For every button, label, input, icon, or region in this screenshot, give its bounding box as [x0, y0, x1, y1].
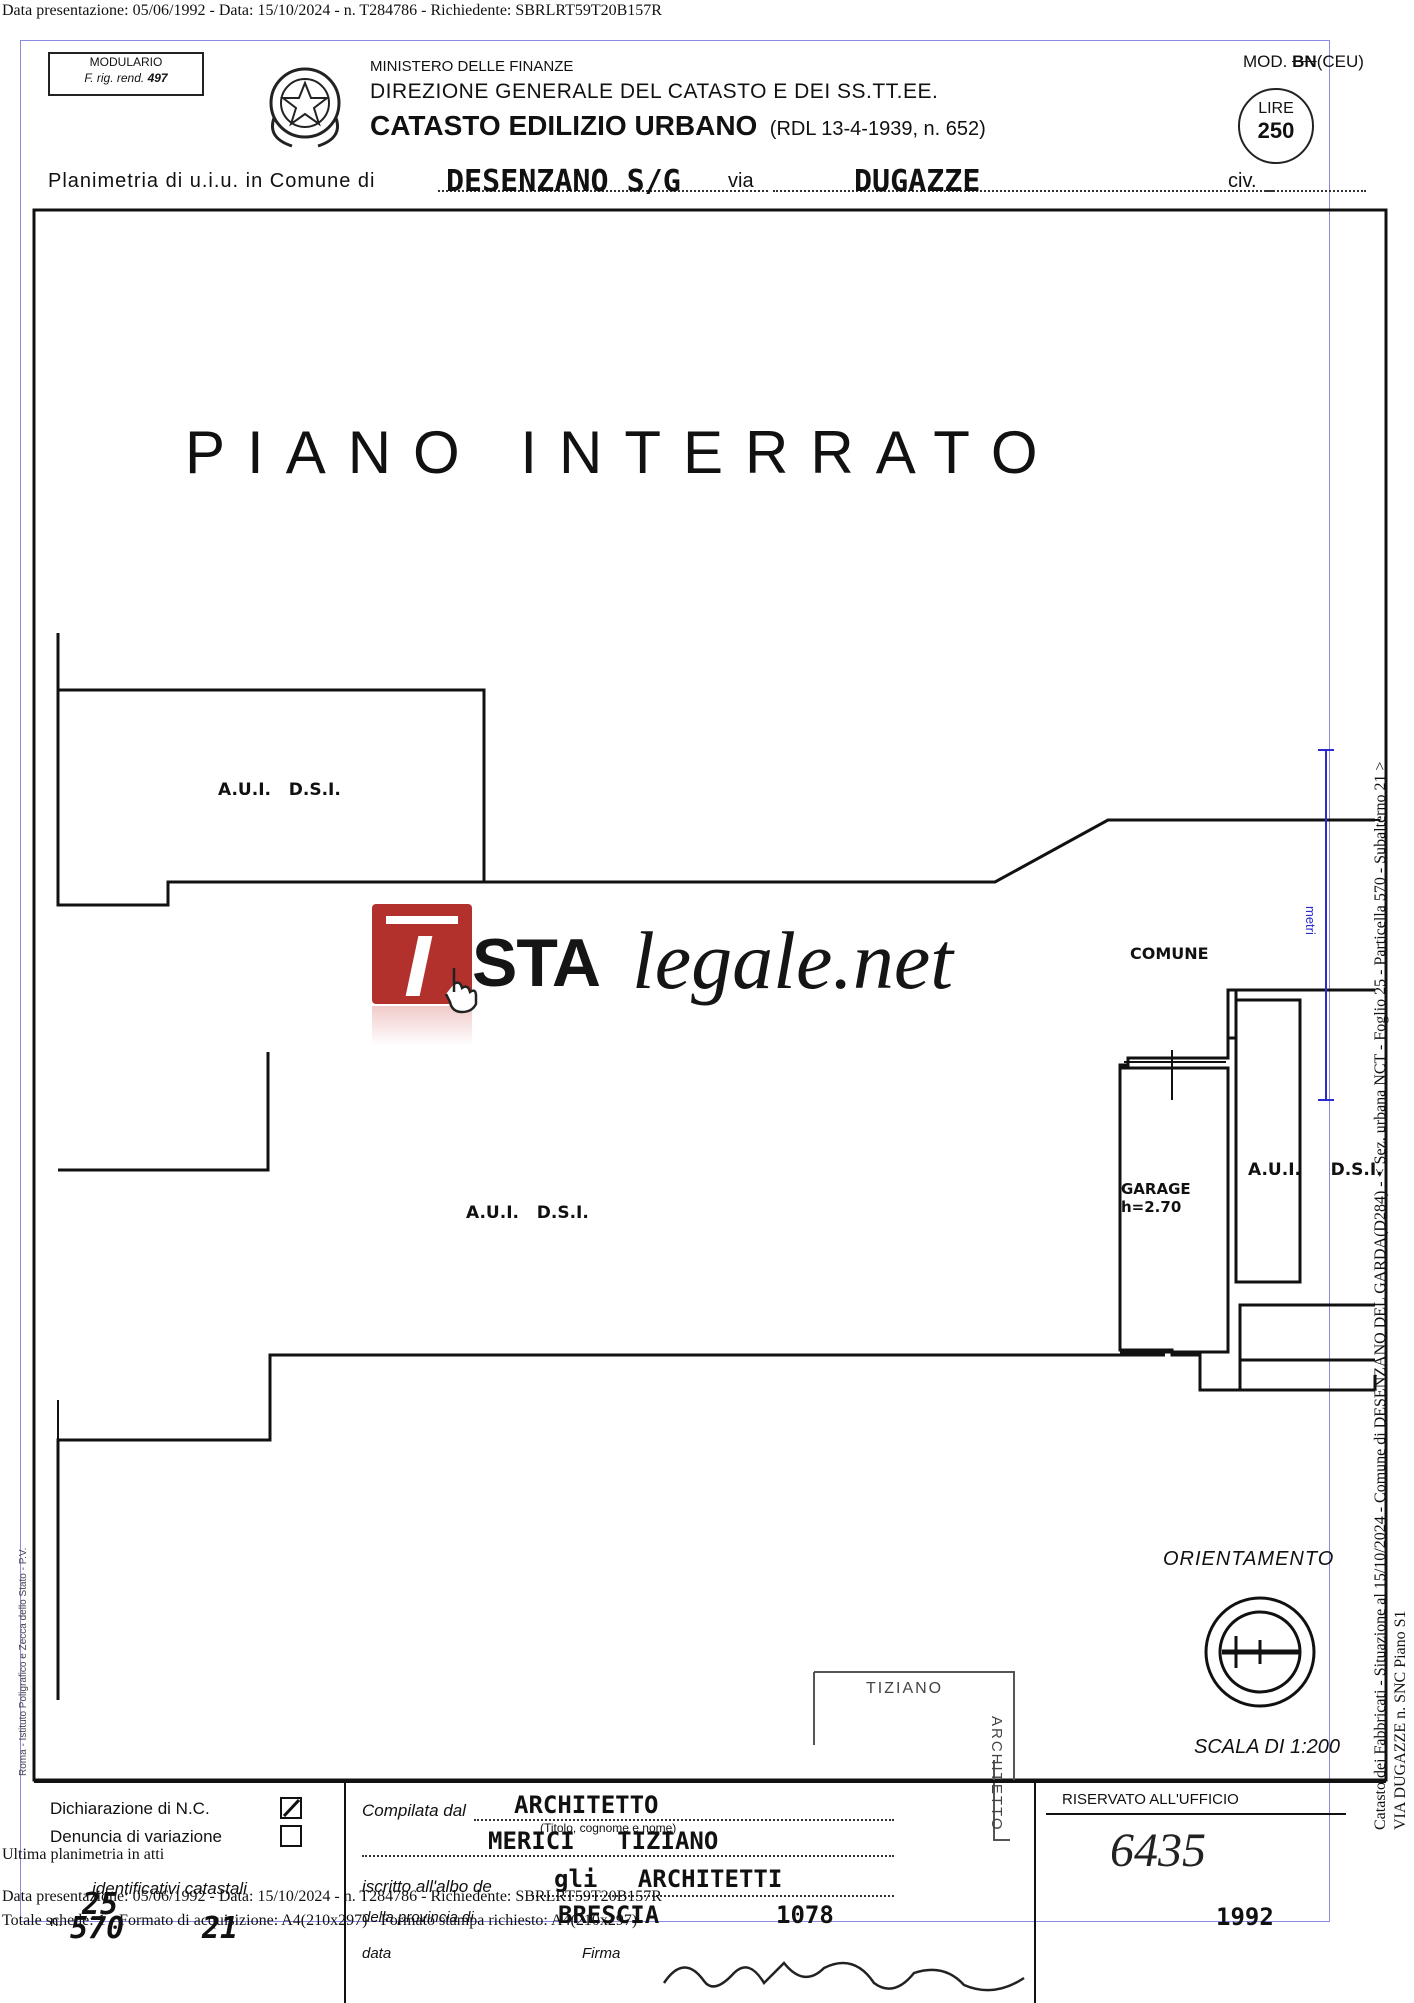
via-label: via	[728, 170, 754, 192]
dichiarazione-checkbox[interactable]	[280, 1797, 302, 1819]
signature-icon	[662, 1961, 1025, 1992]
riservato-label: RISERVATO ALL'UFFICIO	[1062, 1791, 1239, 1808]
footer-left: Dichiarazione di N.C. Denuncia di variaz…	[34, 1783, 346, 2003]
denuncia-checkbox[interactable]	[280, 1825, 302, 1847]
footer-middle: Compilata dal ARCHITETTO (Titolo, cognom…	[354, 1783, 1054, 2003]
compilata-label: Compilata dal	[362, 1801, 466, 1820]
ufficio-number: 6435	[1110, 1824, 1206, 1877]
albo-value: gli ARCHITETTI	[554, 1865, 783, 1893]
watermark-text-sta: STA	[472, 925, 601, 1001]
room-label-aui-2: A.U.I. D.S.I.	[466, 1203, 589, 1223]
footer-panel: Dichiarazione di N.C. Denuncia di variaz…	[34, 1780, 1386, 2003]
planimetria-line: Planimetria di u.i.u. in Comune di DESEN…	[48, 164, 1374, 200]
emblem-icon	[269, 67, 341, 148]
data-label: data	[362, 1945, 392, 1962]
civ-label: civ.	[1228, 170, 1257, 192]
overlay-line-2: Data presentazione: 05/06/1992 - Data: 1…	[2, 1888, 662, 1905]
room-label-comune: COMUNE	[1130, 944, 1209, 963]
stamp-name: TIZIANO	[866, 1680, 944, 1697]
iscritto-label: iscritto all'albo de	[362, 1877, 492, 1896]
provincia-label: della provincia di	[362, 1909, 474, 1926]
planimetria-prefix: Planimetria di u.i.u. in Comune di	[48, 170, 376, 192]
room-label-garage: GARAGE h=2.70	[1121, 1180, 1191, 1216]
scale-label: SCALA DI 1:200	[1194, 1736, 1341, 1758]
foglio-value: 25	[82, 1887, 119, 1922]
titolo-hint: (Titolo, cognome e nome)	[540, 1821, 677, 1835]
provincia-value: BRESCIA	[558, 1901, 660, 1929]
lire-stamp: LIRE 250	[1238, 88, 1314, 164]
comune-value: DESENZANO S/G	[446, 164, 681, 199]
firma-label: Firma	[582, 1945, 621, 1962]
garage-box	[1120, 1066, 1230, 1354]
ministry-label: MINISTERO DELLE FINANZE	[370, 58, 574, 75]
catasto-title: CATASTO EDILIZIO URBANO (RDL 13-4-1939, …	[370, 110, 986, 141]
mod-label: MOD. BN(CEU)	[1243, 52, 1364, 71]
particella-value: 570	[70, 1911, 125, 1946]
printer-imprint: Roma - Istituto Poligrafico e Zecca dell…	[18, 1547, 29, 1776]
architect-name: MERICI TIZIANO	[488, 1827, 719, 1855]
modulario-box: MODULARIO F. rig. rend. 497	[48, 52, 204, 96]
identificativi-label: identificativi catastali	[92, 1879, 247, 1898]
overlay-line-3: Totale schede: 1 - Formato di acquisizio…	[2, 1912, 638, 1929]
direction-label: DIREZIONE GENERALE DEL CATASTO E DEI SS.…	[370, 80, 939, 103]
room-label-aui-3: A.U.I. D.S.I.	[1248, 1160, 1383, 1180]
print-frame-border	[20, 40, 1330, 1922]
top-meta-bar: Data presentazione: 05/06/1992 - Data: 1…	[2, 2, 662, 19]
modulario-title: MODULARIO	[89, 55, 163, 69]
via-value: DUGAZZE	[854, 164, 981, 199]
watermark-a-icon	[372, 904, 472, 1004]
dichiarazione-label: Dichiarazione di N.C.	[50, 1799, 210, 1818]
side-address-text: VIA DUGAZZE n. SNC Piano S1	[1392, 1610, 1409, 1830]
plan-outline	[56, 633, 1377, 1700]
denuncia-label: Denuncia di variazione	[50, 1827, 222, 1846]
watermark-logo: STA legale.net	[372, 904, 1032, 1054]
scale-bar	[1318, 749, 1334, 1101]
architect-stamp	[813, 1671, 1015, 1841]
subalterno-value: 21	[202, 1911, 239, 1946]
modulario-subtitle: F. rig. rend. 497	[84, 71, 168, 85]
side-info-text: Catasto dei Fabbricati - Situazione al 1…	[1372, 761, 1389, 1830]
watermark-text-legale: legale.net	[632, 915, 954, 1006]
compass-icon	[1204, 1596, 1316, 1708]
footer-right: RISERVATO ALL'UFFICIO 6435 1992	[1034, 1783, 1354, 2003]
orientamento-label: ORIENTAMENTO	[1163, 1548, 1335, 1570]
hand-cursor-icon	[444, 968, 478, 1014]
compilata-value: ARCHITETTO	[514, 1791, 659, 1819]
aui-right-box	[1234, 998, 1302, 1284]
floor-title: PIANO INTERRATO	[185, 419, 1060, 486]
n-label: n.	[50, 1913, 63, 1930]
ufficio-date: 1992	[1216, 1903, 1274, 1931]
scale-bar-label: metri	[1303, 906, 1318, 935]
albo-number: 1078	[776, 1901, 834, 1929]
plan-left-wall	[56, 633, 486, 1172]
garage-window	[1124, 1050, 1226, 1100]
room-label-aui-1: A.U.I. D.S.I.	[218, 780, 341, 800]
overlay-ultima: Ultima planimetria in atti	[2, 1846, 165, 1863]
